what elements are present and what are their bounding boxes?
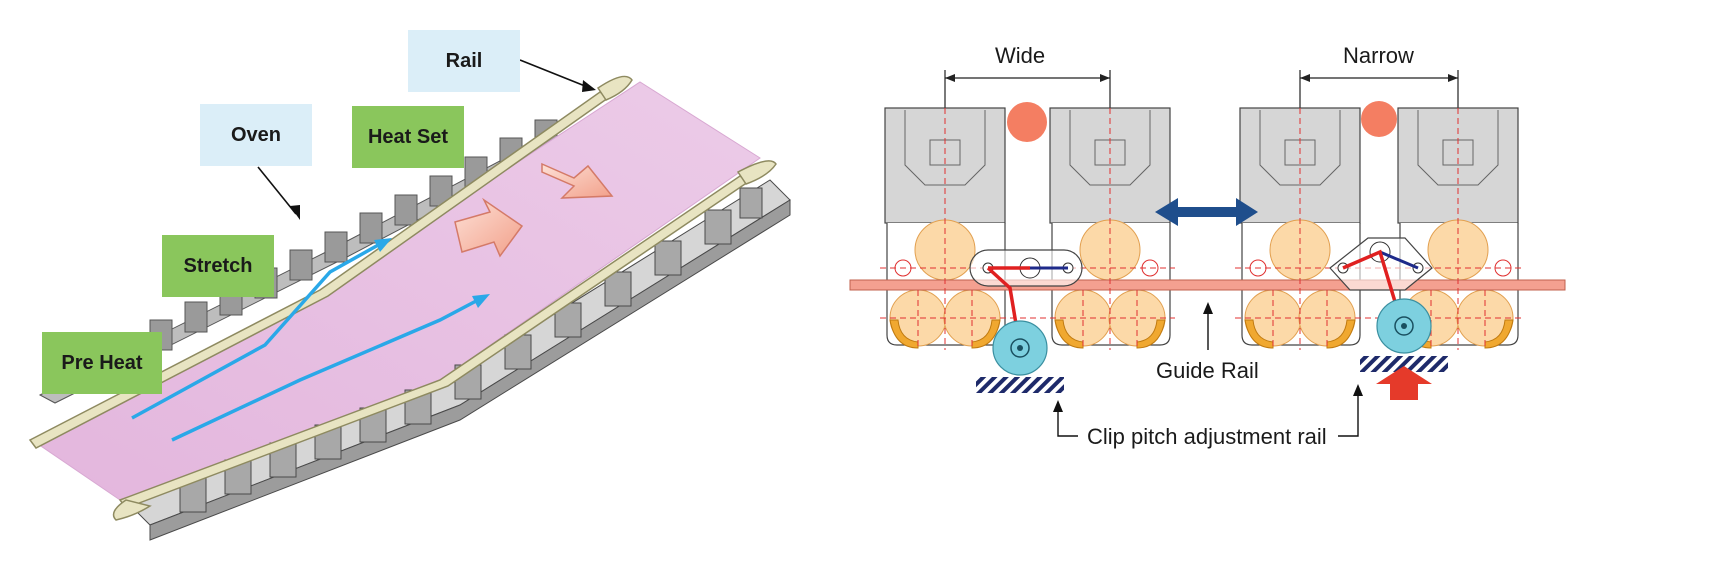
flow-arrow-head-upper [374,238,392,252]
clip-pitch-adjustment-rail-label: Clip pitch adjustment rail [1087,424,1327,449]
linkage-narrow [1329,237,1433,326]
wide-label: Wide [995,43,1046,68]
narrow-label: Narrow [1343,43,1414,68]
tenter-machine [28,59,791,541]
clip-rail-pointers [1057,394,1359,437]
spacing-dot-wide [1007,102,1047,142]
pitch-rail-wide [976,377,1064,393]
flow-arrows [131,242,479,442]
flow-arrow-head-lower [472,294,490,308]
guide-rail [849,279,1566,291]
pre-heat-label: Pre Heat [42,332,162,394]
clip-rail-pointer-head-right [1353,384,1363,396]
clip-pitch-diagram [849,70,1566,437]
dimension-lines [944,70,1459,108]
rail-label: Rail [408,30,520,92]
guide-rail-label: Guide Rail [1156,358,1259,383]
spindle-wide [992,320,1048,376]
clip-blocks [884,107,1519,224]
guide-rail-pointer-head [1203,302,1213,314]
clip-rail-pointer-head-left [1053,400,1063,412]
pitch-rail-narrow [1360,356,1448,372]
oven-pointer-head [290,205,300,220]
pivot-circles [894,259,1512,277]
right-rail-start [112,499,152,521]
push-up-arrow [1376,366,1432,400]
oven-label: Oven [200,104,312,166]
linkage-wide [969,249,1083,349]
stretch-label: Stretch [162,235,274,297]
right-rail-end [736,160,777,185]
heat-set-label: Heat Set [352,106,464,168]
spacing-dot-narrow [1361,101,1397,137]
left-rail-end [596,75,633,101]
rail-pointer-head [582,80,596,92]
dimension-arrowheads [945,74,1458,82]
double-arrow [1155,198,1258,226]
stretch-arrows [454,162,614,258]
spindle-narrow [1376,298,1432,354]
label-pointers [257,59,591,215]
